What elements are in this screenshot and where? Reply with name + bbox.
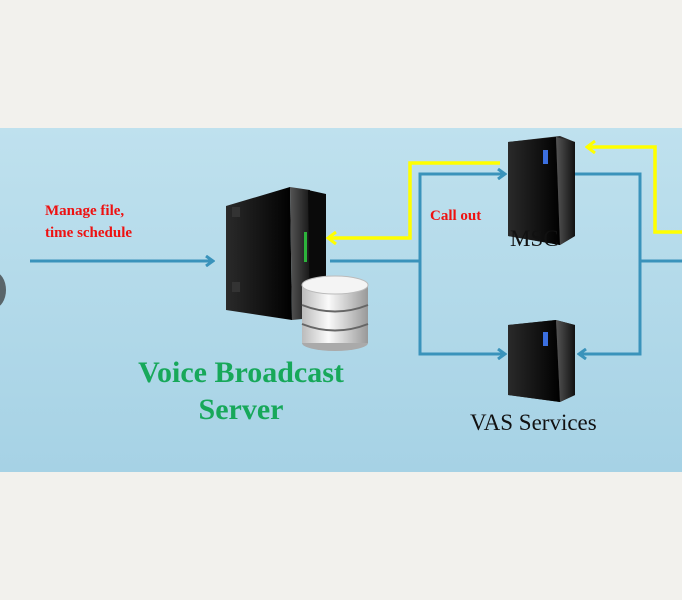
call-out-arrow bbox=[328, 161, 500, 238]
arrow-to-vas bbox=[418, 260, 505, 354]
call-out-label: Call out bbox=[430, 208, 482, 224]
yellow-flow-lines bbox=[328, 147, 682, 238]
partial-icon-left bbox=[0, 274, 6, 306]
incoming-to-msc-arrow bbox=[587, 147, 682, 234]
manage-file-label: Manage file, time schedule bbox=[45, 200, 132, 244]
server-label: Voice Broadcast Server bbox=[111, 354, 371, 428]
vas-label: VAS Services bbox=[470, 410, 597, 435]
vas-server-icon bbox=[508, 320, 575, 402]
database-icon bbox=[301, 275, 369, 351]
arrow-msc-to-vas bbox=[575, 172, 642, 354]
msc-server-icon bbox=[508, 136, 575, 245]
manage-line-1: Manage file, bbox=[45, 203, 125, 219]
server-label-line-2: Server bbox=[198, 393, 284, 426]
msc-label: MSC bbox=[510, 226, 559, 251]
server-label-line-1: Voice Broadcast bbox=[138, 356, 344, 389]
manage-line-2: time schedule bbox=[45, 225, 133, 241]
blue-flow-lines bbox=[30, 174, 682, 354]
